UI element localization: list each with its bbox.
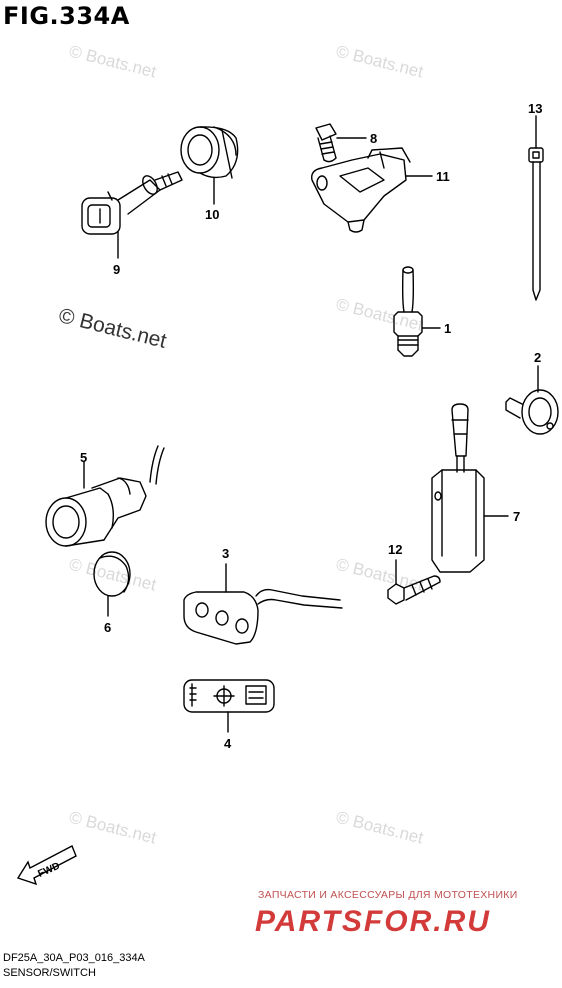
part-5-drawing xyxy=(45,445,165,547)
part-13-drawing xyxy=(528,115,544,301)
figure-code: DF25A_30A_P03_016_334A xyxy=(3,952,145,964)
part-4-drawing xyxy=(183,679,275,733)
callout-9: 9 xyxy=(113,262,121,277)
part-6-drawing xyxy=(93,551,131,617)
callout-3: 3 xyxy=(222,546,230,561)
callout-1: 1 xyxy=(444,321,452,336)
promo-text: ЗАПЧАСТИ И АКСЕССУАРЫ ДЛЯ МОТОТЕХНИКИ xyxy=(258,889,518,901)
figure-title: FIG.334A xyxy=(3,2,130,30)
figure-caption: SENSOR/SWITCH xyxy=(3,967,96,979)
callout-5: 5 xyxy=(80,450,88,465)
callout-4: 4 xyxy=(224,736,232,751)
callout-10: 10 xyxy=(205,207,220,222)
promo-logo: PARTSFOR.RU xyxy=(255,905,491,938)
part-3-drawing xyxy=(183,563,343,645)
callout-12: 12 xyxy=(388,542,403,557)
part-11-drawing xyxy=(311,147,433,233)
part-2-drawing xyxy=(505,365,559,435)
callout-11: 11 xyxy=(436,169,450,184)
fwd-arrow-icon: FWD xyxy=(16,845,77,886)
callout-6: 6 xyxy=(104,620,112,635)
part-8-drawing xyxy=(315,123,367,163)
callout-7: 7 xyxy=(513,509,521,524)
part-1-drawing xyxy=(393,266,441,357)
callout-8: 8 xyxy=(370,131,378,146)
callout-13: 13 xyxy=(528,101,543,116)
callout-2: 2 xyxy=(534,350,542,365)
part-7-drawing xyxy=(431,403,509,573)
part-12-drawing xyxy=(387,559,441,605)
part-10-drawing xyxy=(180,126,239,179)
part-9-drawing xyxy=(81,171,183,235)
